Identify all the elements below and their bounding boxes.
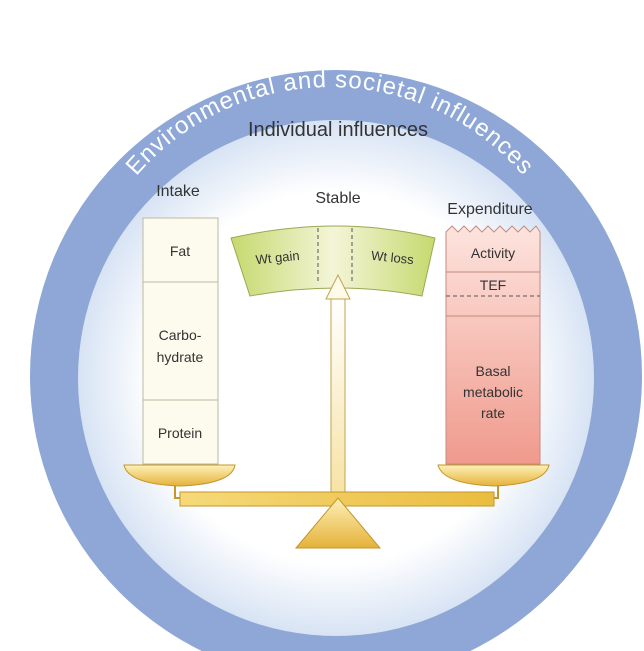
wt-gain-label: Wt gain xyxy=(255,248,300,268)
intake-carb-label-line1: Carbo- xyxy=(159,327,202,343)
intake-protein-label: Protein xyxy=(158,425,202,441)
expenditure-activity-label: Activity xyxy=(471,245,515,261)
inner-circle-label: Individual influences xyxy=(248,119,428,141)
right-scale-pan xyxy=(437,464,550,487)
expenditure-heading: Expenditure xyxy=(447,201,532,218)
expenditure-stack: Activity TEF Basal metabolic rate xyxy=(445,225,541,465)
expenditure-bmr-label-line2: metabolic xyxy=(463,384,523,400)
expenditure-tef-label: TEF xyxy=(480,277,506,293)
expenditure-bmr-label-line1: Basal xyxy=(475,363,510,379)
left-scale-pan xyxy=(123,464,236,487)
intake-carb-label-line2: hydrate xyxy=(157,349,204,365)
intake-stack: Fat Carbo- hydrate Protein xyxy=(142,217,219,465)
balance-heading: Stable xyxy=(315,190,360,207)
intake-fat-label: Fat xyxy=(170,243,190,259)
scale-fulcrum xyxy=(294,497,382,549)
balance-arc: Wt gain Wt loss xyxy=(230,225,436,297)
expenditure-bmr-label-line3: rate xyxy=(481,405,505,421)
intake-heading: Intake xyxy=(156,183,200,200)
wt-loss-label: Wt loss xyxy=(370,248,414,267)
balance-scale xyxy=(123,464,550,549)
